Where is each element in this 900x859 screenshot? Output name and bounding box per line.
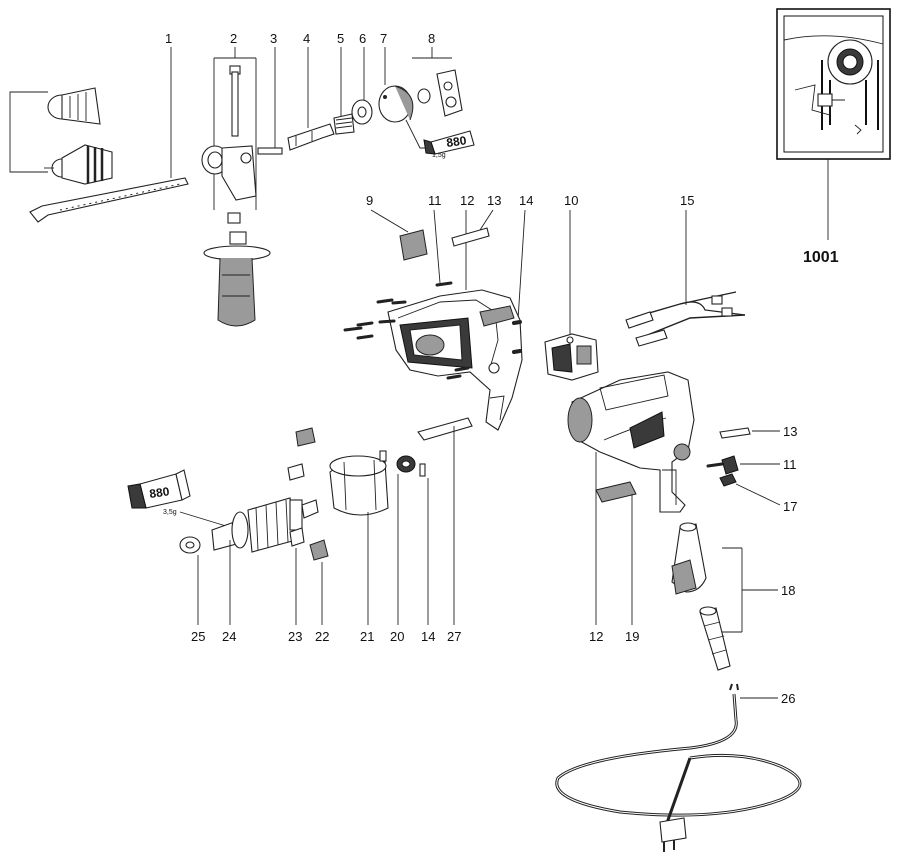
callout-13a: 13 <box>487 193 501 208</box>
callout-15: 15 <box>680 193 694 208</box>
callout-7: 7 <box>380 31 387 46</box>
bottom-callouts: 25 24 23 22 21 20 14 27 12 19 <box>191 426 639 644</box>
callout-3: 3 <box>270 31 277 46</box>
label-strip <box>451 227 490 247</box>
callout-24: 24 <box>222 629 236 644</box>
spindle-parts: 1,5g 880 <box>257 47 475 159</box>
callout-2: 2 <box>230 31 237 46</box>
inset-label: 1001 <box>803 249 839 266</box>
callout-9: 9 <box>366 193 373 208</box>
callout-11a: 11 <box>428 193 442 208</box>
cable-sleeves <box>671 522 731 671</box>
callout-6: 6 <box>359 31 366 46</box>
callout-13b: 13 <box>783 424 797 439</box>
callout-1: 1 <box>165 31 172 46</box>
type-label <box>595 481 637 503</box>
drill-chucks <box>9 87 113 185</box>
callout-8: 8 <box>428 31 435 46</box>
grease-tube-label-a: 880 <box>445 133 467 150</box>
callout-10: 10 <box>564 193 578 208</box>
rating-label <box>417 417 473 441</box>
callout-23: 23 <box>288 629 302 644</box>
grease-amount-a: 1,5g <box>432 152 446 159</box>
grease-tube-label-b: 880 <box>148 484 170 501</box>
power-cord <box>555 683 802 852</box>
callout-22: 22 <box>315 629 329 644</box>
side-handle <box>201 47 271 327</box>
label-plate <box>399 229 428 261</box>
callout-18: 18 <box>781 583 795 598</box>
assembled-drill <box>567 371 695 513</box>
wire-harness <box>625 291 746 347</box>
callout-17: 17 <box>783 499 797 514</box>
top-callouts: 1 2 3 4 5 6 7 8 <box>165 31 435 46</box>
callout-4: 4 <box>303 31 310 46</box>
callout-12b: 12 <box>589 629 603 644</box>
callout-5: 5 <box>337 31 344 46</box>
callout-14b: 14 <box>421 629 435 644</box>
callout-21: 21 <box>360 629 374 644</box>
callout-25: 25 <box>191 629 205 644</box>
callout-11b: 11 <box>783 457 797 472</box>
mid-callouts: 9 11 12 13 14 10 15 <box>366 193 694 335</box>
callout-19: 19 <box>625 629 639 644</box>
callout-14a: 14 <box>519 193 533 208</box>
callout-20: 20 <box>390 629 404 644</box>
callout-26: 26 <box>781 691 795 706</box>
callout-27: 27 <box>447 629 461 644</box>
callout-12a: 12 <box>460 193 474 208</box>
right-callouts: 13 11 17 18 26 <box>706 424 797 706</box>
trigger-switch <box>544 333 599 381</box>
housing-screws <box>343 281 470 380</box>
inset-wiring-diagram: 1001 <box>776 8 891 266</box>
motor-parts: 880 3,5g <box>127 427 426 561</box>
depth-stop-rod <box>29 47 189 223</box>
grease-amount-b: 3,5g <box>163 509 177 516</box>
housing-half <box>343 281 523 431</box>
